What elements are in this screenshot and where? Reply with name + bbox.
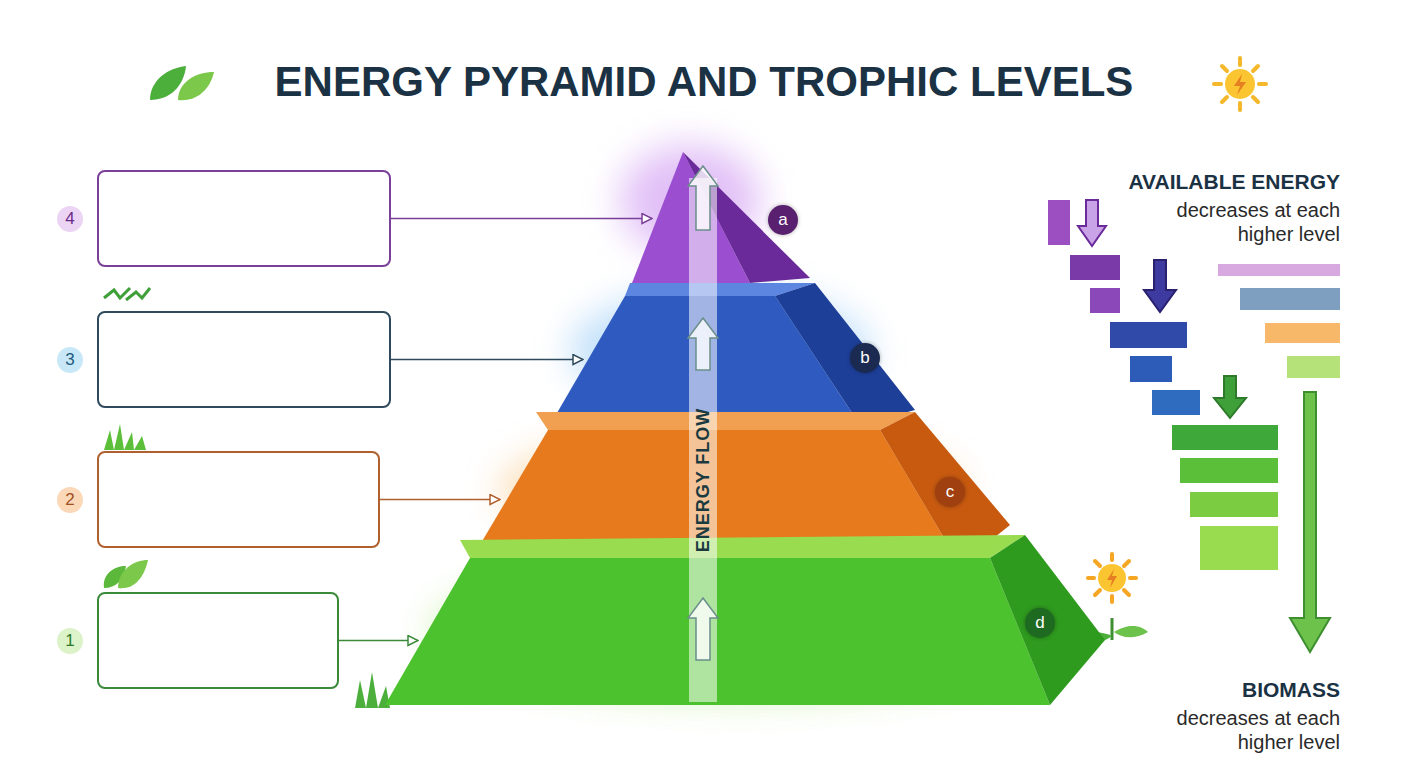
leader-arrow [380,499,500,501]
leaf-icon [104,560,148,588]
tier-face [460,535,1025,558]
pyramid-tier: a [632,152,810,283]
flow-label: ENERGY FLOW [693,408,714,553]
level-box: 1 [97,592,339,689]
title: ENERGY PYRAMID AND TROPHIC LEVELS [0,58,1408,106]
leader-arrow [391,359,583,361]
biomass-note: decreases at each higher level [1160,706,1340,754]
pyramid-tier: b [550,283,915,425]
tier-face [536,412,915,430]
tier-face [385,558,1050,705]
callout-number: 3 [57,347,83,373]
tier-face [990,535,1105,705]
grass-icon [355,672,390,708]
sun-icon [1214,58,1266,110]
pyramid-tier: d [385,535,1105,705]
level-box: 3 [97,311,391,408]
level-box: 2 [97,451,380,548]
tier-letter: b [850,343,880,373]
level-box: 4 [97,170,391,267]
tier-letter: a [768,205,798,235]
callout-number: 4 [57,206,83,232]
tier-letter: c [935,477,965,507]
energy-heading: AVAILABLE ENERGY [1128,170,1340,194]
tier-face [683,152,810,283]
leader-arrow [339,640,418,642]
trend-icon [104,288,150,300]
leader-arrow [391,218,652,220]
energy-staircase [1048,200,1340,652]
tier-letter: d [1025,608,1055,638]
tier-face [775,283,915,425]
energy-note: decreases at each higher level [1160,198,1340,246]
leaf-icon [150,66,214,100]
tier-shape [385,535,1105,705]
grass-icon [104,424,146,450]
biomass-heading: BIOMASS [1242,678,1340,702]
callout-number: 1 [57,628,83,654]
callout-number: 2 [57,487,83,513]
